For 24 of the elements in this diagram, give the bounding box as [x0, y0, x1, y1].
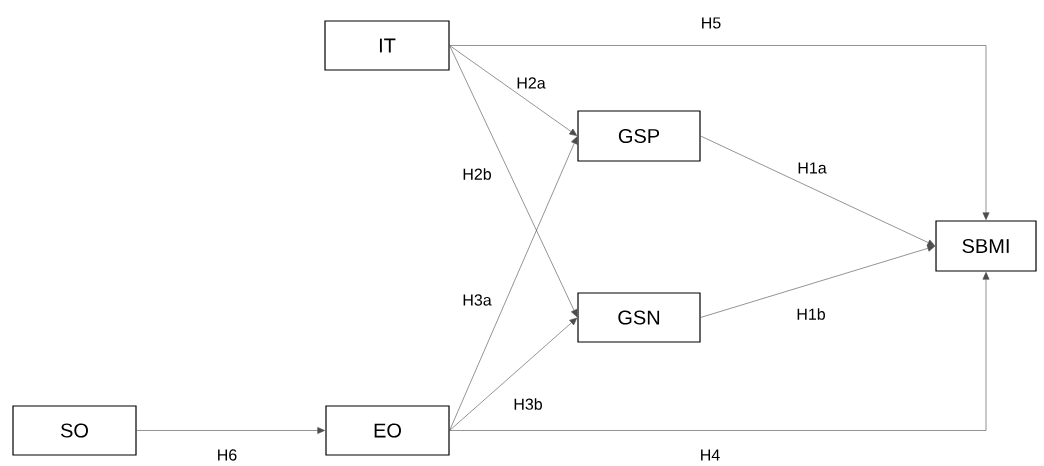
- process-box: GSN: [577, 292, 701, 343]
- edge-label: H1b: [795, 307, 827, 321]
- process-box: SBMI: [935, 220, 1037, 272]
- edge-label: H2b: [461, 167, 493, 181]
- arrow: [449, 45, 578, 318]
- arrow: [449, 272, 990, 431]
- arrow: [449, 45, 578, 136]
- arrow: [449, 45, 990, 220]
- edge-label: H3b: [512, 397, 544, 411]
- arrow: [700, 244, 935, 318]
- arrow: [136, 427, 325, 434]
- process-box: SO: [12, 405, 137, 456]
- edge-label: H5: [699, 16, 723, 30]
- arrow: [449, 136, 578, 431]
- process-box: IT: [324, 20, 450, 71]
- process-box: EO: [325, 405, 450, 456]
- edge-label: H1a: [796, 161, 828, 175]
- arrow: [700, 135, 936, 246]
- edge-label: H3a: [461, 293, 493, 307]
- arrow: [449, 317, 578, 431]
- edge-label: H2a: [515, 76, 547, 90]
- process-box: GSP: [577, 110, 701, 162]
- edge-label: H6: [215, 448, 239, 462]
- edge-label: H4: [698, 448, 722, 462]
